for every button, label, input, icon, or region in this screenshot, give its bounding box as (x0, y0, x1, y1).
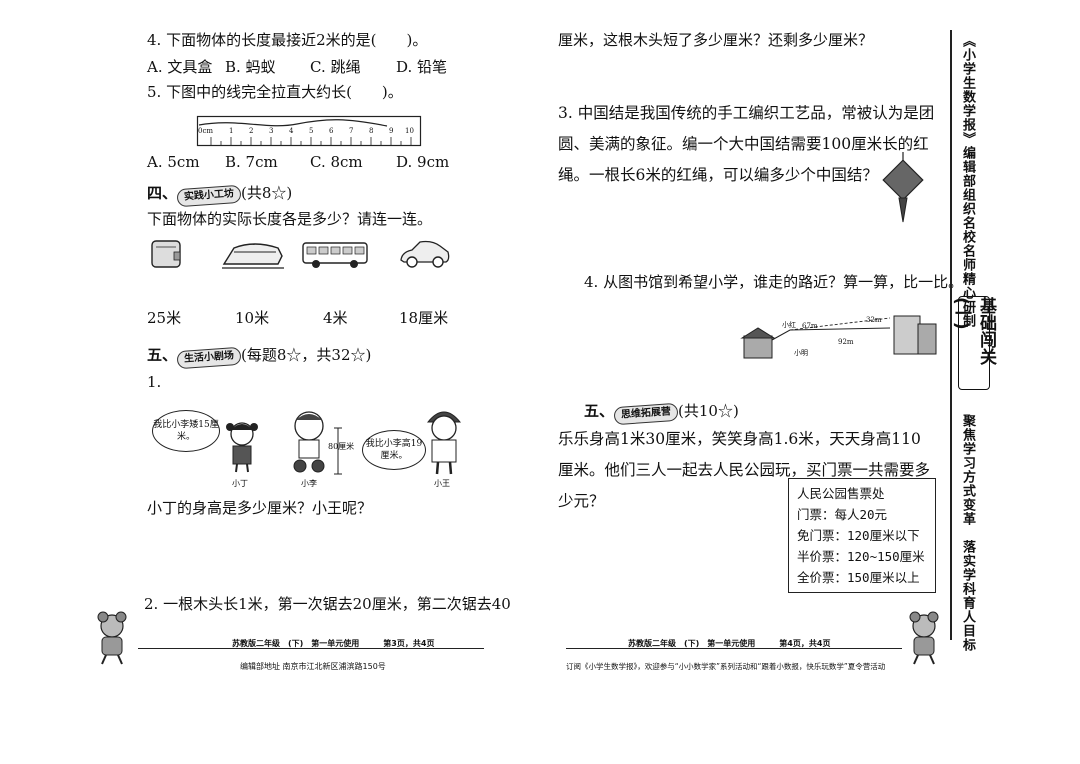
q5-option-b: B. 7cm (225, 153, 278, 171)
q2-start: 2. 一根木头长1米，第一次锯去20厘米，第二次锯去40 (144, 595, 511, 613)
side-divider-line (950, 30, 952, 640)
right-section5-text: 乐乐身高1米30厘米，笑笑身高1.6米，天天身高110厘米。他们三人一起去人民公… (558, 430, 931, 510)
ruler-label-0: 0cm (198, 127, 214, 135)
footer-left-line2: 编辑部地址 南京市江北新区浦滨路150号 (240, 662, 386, 671)
speech-bubble-right: 我比小李高19厘米。 (362, 430, 426, 470)
ruler-label-2: 2 (249, 127, 254, 135)
ticket-notice: 人民公园售票处 门票：每人20元 免门票：120厘米以下 半价票：120~150… (788, 478, 936, 593)
q4-option-b: B. 蚂蚁 (225, 58, 276, 76)
section4-heading: 四、实践小工坊(共8☆) (147, 183, 293, 208)
ticket-line-4: 半价票：120~150厘米 (797, 549, 925, 564)
right-section5-number: 五、 (584, 402, 615, 420)
q1-question: 小丁的身高是多少厘米？小王呢？ (147, 499, 373, 517)
mascot-right-icon (909, 611, 939, 665)
route-map: 小红 67m 32m 92m 小明 (740, 300, 938, 362)
car-icon (400, 240, 450, 268)
length-option-2: 10米 (235, 309, 270, 327)
section5-heading: 五、生活小剧场(每题8☆，共32☆) (147, 345, 372, 370)
bus-icon (302, 242, 368, 268)
right-section5-score: (共10☆) (678, 402, 739, 420)
xiaowang-figure (426, 411, 462, 475)
section4-badge: 实践小工坊 (176, 184, 242, 208)
chinese-knot-icon (882, 152, 924, 223)
side-box-label: 基础闯关(一) (951, 296, 996, 390)
footer-right-line1: 苏教版二年级 (下) 第一单元使用 第4页，共4页 (628, 639, 831, 648)
footer-rule-right (566, 648, 902, 649)
q5-option-d: D. 9cm (396, 153, 450, 171)
ruler-label-10: 10 (405, 127, 414, 135)
name-xiaoli: 小李 (301, 479, 317, 488)
length-option-1: 25米 (147, 309, 182, 327)
q2-continued: 厘米，这根木头短了多少厘米？还剩多少厘米？ (558, 31, 874, 49)
length-option-3: 4米 (323, 309, 348, 327)
footer-rule-left (138, 648, 484, 649)
ruler: 0cm 1 2 3 4 5 6 7 8 9 10 (196, 115, 422, 147)
ruler-graphic (196, 115, 422, 147)
ruler-label-5: 5 (309, 127, 314, 135)
height-label: 80厘米 (328, 442, 355, 451)
train-icon (222, 243, 284, 269)
section4-prompt: 下面物体的实际长度各是多少？请连一连。 (147, 210, 433, 228)
ruler-label-8: 8 (369, 127, 374, 135)
route-map-graphic (740, 315, 937, 359)
q3-text: 3. 中国结是我国传统的手工编织工艺品，常被认为是团圆、美满的象征。编一个大中国… (558, 104, 935, 184)
pencil-case-icon (151, 240, 181, 268)
ruler-label-6: 6 (329, 127, 334, 135)
q5-stem: 5. 下图中的线完全拉直大约长( )。 (147, 83, 403, 101)
section5-number: 五、 (147, 346, 178, 364)
map-label-xiaohong: 小红 (782, 321, 796, 329)
ruler-label-9: 9 (389, 127, 394, 135)
ruler-label-1: 1 (229, 127, 234, 135)
q4-right-stem: 4. 从图书馆到希望小学，谁走的路近？算一算，比一比。 (584, 273, 964, 291)
q4-stem: 4. 下面物体的长度最接近2米的是( )。 (147, 31, 428, 49)
footer-left-line1: 苏教版二年级 (下) 第一单元使用 第3页，共4页 (232, 639, 435, 648)
q5-option-a: A. 5cm (147, 153, 200, 171)
speech-bubble-left: 我比小李矮15厘米。 (152, 410, 220, 452)
xiaoding-figure (226, 422, 258, 473)
q5-option-c: C. 8cm (310, 153, 363, 171)
ticket-line-2: 门票：每人20元 (797, 507, 888, 522)
side-top-text: 《小学生数学报》编辑部组织名校名师精心研制 (960, 34, 975, 328)
length-option-4: 18厘米 (399, 309, 449, 327)
map-label-92m: 92m (838, 338, 854, 346)
height-marker (334, 427, 342, 475)
name-xiaowang: 小王 (434, 479, 450, 488)
section4-number: 四、 (147, 184, 178, 202)
q4-option-c: C. 跳绳 (310, 58, 361, 76)
map-label-xiaoming: 小明 (794, 349, 808, 357)
map-label-32m: 32m (866, 316, 882, 324)
map-label-67m: 67m (802, 322, 818, 330)
xiaoli-figure (293, 411, 325, 473)
section5-badge: 生活小剧场 (176, 346, 242, 370)
ruler-label-3: 3 (269, 127, 274, 135)
right-section5-heading: 五、思维拓展营(共10☆) (584, 401, 739, 426)
side-bottom-text: 聚焦学习方式变革 落实学科育人目标 (960, 414, 975, 652)
right-section5-badge: 思维拓展营 (613, 402, 679, 426)
ticket-line-5: 全价票：150厘米以上 (797, 570, 920, 585)
ruler-label-7: 7 (349, 127, 354, 135)
name-xiaoding: 小丁 (232, 479, 248, 488)
footer-right-line2: 订阅《小学生数学报》，欢迎参与“小小数学家”系列活动和“跟着小数报，快乐玩数学”… (566, 662, 886, 671)
ticket-line-1: 人民公园售票处 (797, 486, 885, 501)
ruler-label-4: 4 (289, 127, 294, 135)
q4-option-a: A. 文具盒 (147, 58, 213, 76)
q4-option-d: D. 铅笔 (396, 58, 448, 76)
section5-score: (每题8☆，共32☆) (241, 346, 372, 364)
q1-number: 1. (147, 373, 162, 391)
mascot-left-icon (97, 611, 127, 665)
ticket-line-3: 免门票：120厘米以下 (797, 528, 920, 543)
section4-score: (共8☆) (241, 184, 293, 202)
